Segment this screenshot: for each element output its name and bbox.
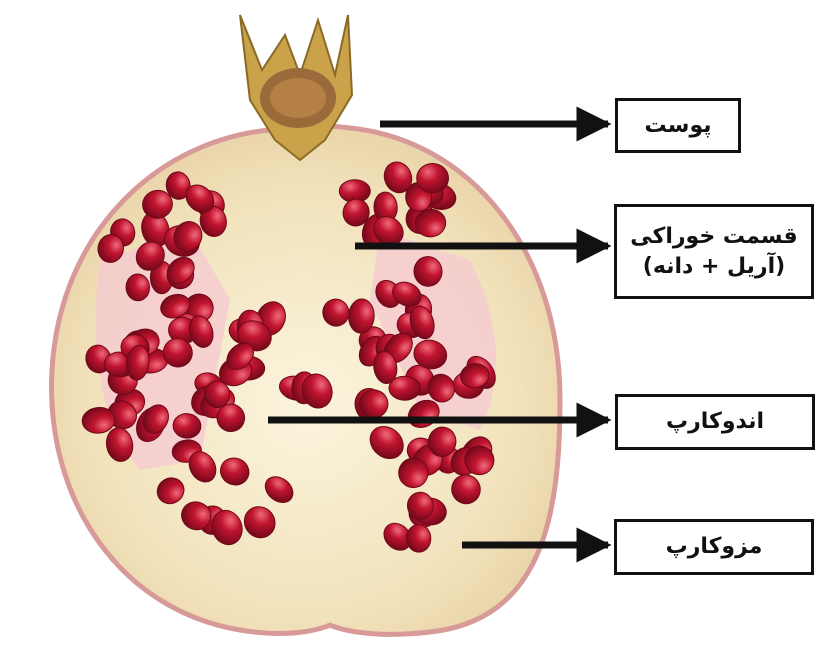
label-mesocarp-text: مزوکارپ [666, 532, 763, 562]
label-edible-line1: قسمت خوراکی [630, 222, 797, 252]
aril [389, 376, 421, 401]
pomegranate-fruit [52, 15, 560, 634]
label-endocarp: اندوکارپ [615, 394, 815, 450]
label-endocarp-text: اندوکارپ [666, 407, 764, 437]
aril [406, 524, 431, 552]
label-edible-line2: (آریل + دانه) [643, 252, 785, 282]
label-edible-part: قسمت خوراکی (آریل + دانه) [614, 204, 814, 299]
label-peel-text: پوست [645, 111, 712, 141]
label-peel: پوست [615, 98, 741, 153]
label-mesocarp: مزوکارپ [614, 519, 814, 575]
